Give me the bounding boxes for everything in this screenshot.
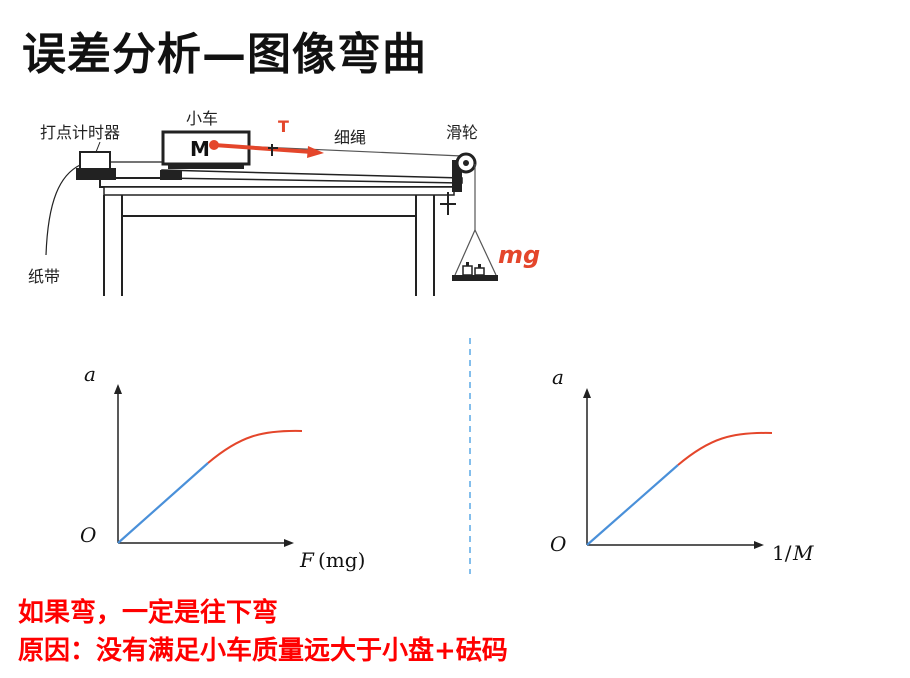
- right-x-label-num: 1/: [772, 541, 792, 565]
- tape-label: 纸带: [28, 267, 60, 286]
- tension-arrow: [213, 143, 313, 154]
- weight-2-knob: [478, 264, 481, 268]
- graph-right: [583, 388, 773, 549]
- left-y-label: a: [84, 362, 96, 386]
- cart-label: 小车: [186, 109, 218, 128]
- right-x-label-var: M: [792, 541, 814, 565]
- weight-2: [474, 267, 485, 276]
- linear-segment: [117, 462, 209, 544]
- curved-segment: [207, 429, 303, 464]
- left-origin-label: O: [80, 523, 96, 547]
- linear-segment: [586, 464, 679, 546]
- cart-block: [160, 170, 182, 180]
- tension-arrowhead: [307, 146, 324, 158]
- pulley-bracket: [452, 160, 462, 192]
- pulley-axle: [463, 160, 469, 166]
- curved-segment: [677, 431, 773, 466]
- weight-1-knob: [466, 262, 469, 266]
- cart-center-dot: [209, 140, 219, 150]
- left-x-label-unit: (mg): [318, 548, 365, 572]
- left-x-label-var: F: [299, 548, 315, 572]
- table-apron: [103, 186, 455, 196]
- pulley-label: 滑轮: [446, 123, 478, 142]
- apparatus: [45, 130, 498, 296]
- x-axis-arrow: [754, 541, 764, 549]
- y-axis-arrow: [583, 388, 591, 398]
- note-line-1: 如果弯，一定是往下弯: [18, 598, 279, 628]
- cart-mass-label: M: [190, 137, 210, 161]
- weight-pan: [452, 275, 498, 281]
- note-line-2: 原因：没有满足小车质量远大于小盘+砝码: [18, 636, 508, 666]
- right-y-label: a: [552, 365, 564, 389]
- weight-1: [462, 265, 473, 276]
- cart-wheels: [168, 163, 244, 169]
- paper-tape-tail: [45, 164, 81, 256]
- weight-label: mg: [498, 241, 540, 269]
- right-origin-label: O: [550, 532, 566, 556]
- timer-leader: [95, 141, 101, 153]
- tension-label: T: [278, 117, 289, 136]
- rope-label: 细绳: [334, 128, 366, 147]
- y-axis-arrow: [114, 384, 122, 394]
- graph-left: [114, 384, 303, 547]
- x-axis-arrow: [284, 539, 294, 547]
- page-title: 误差分析—图像弯曲: [22, 29, 427, 80]
- hanger-right: [474, 229, 497, 276]
- timer-base: [76, 168, 116, 180]
- hanger-left: [454, 229, 476, 276]
- timer-label: 打点计时器: [40, 123, 120, 142]
